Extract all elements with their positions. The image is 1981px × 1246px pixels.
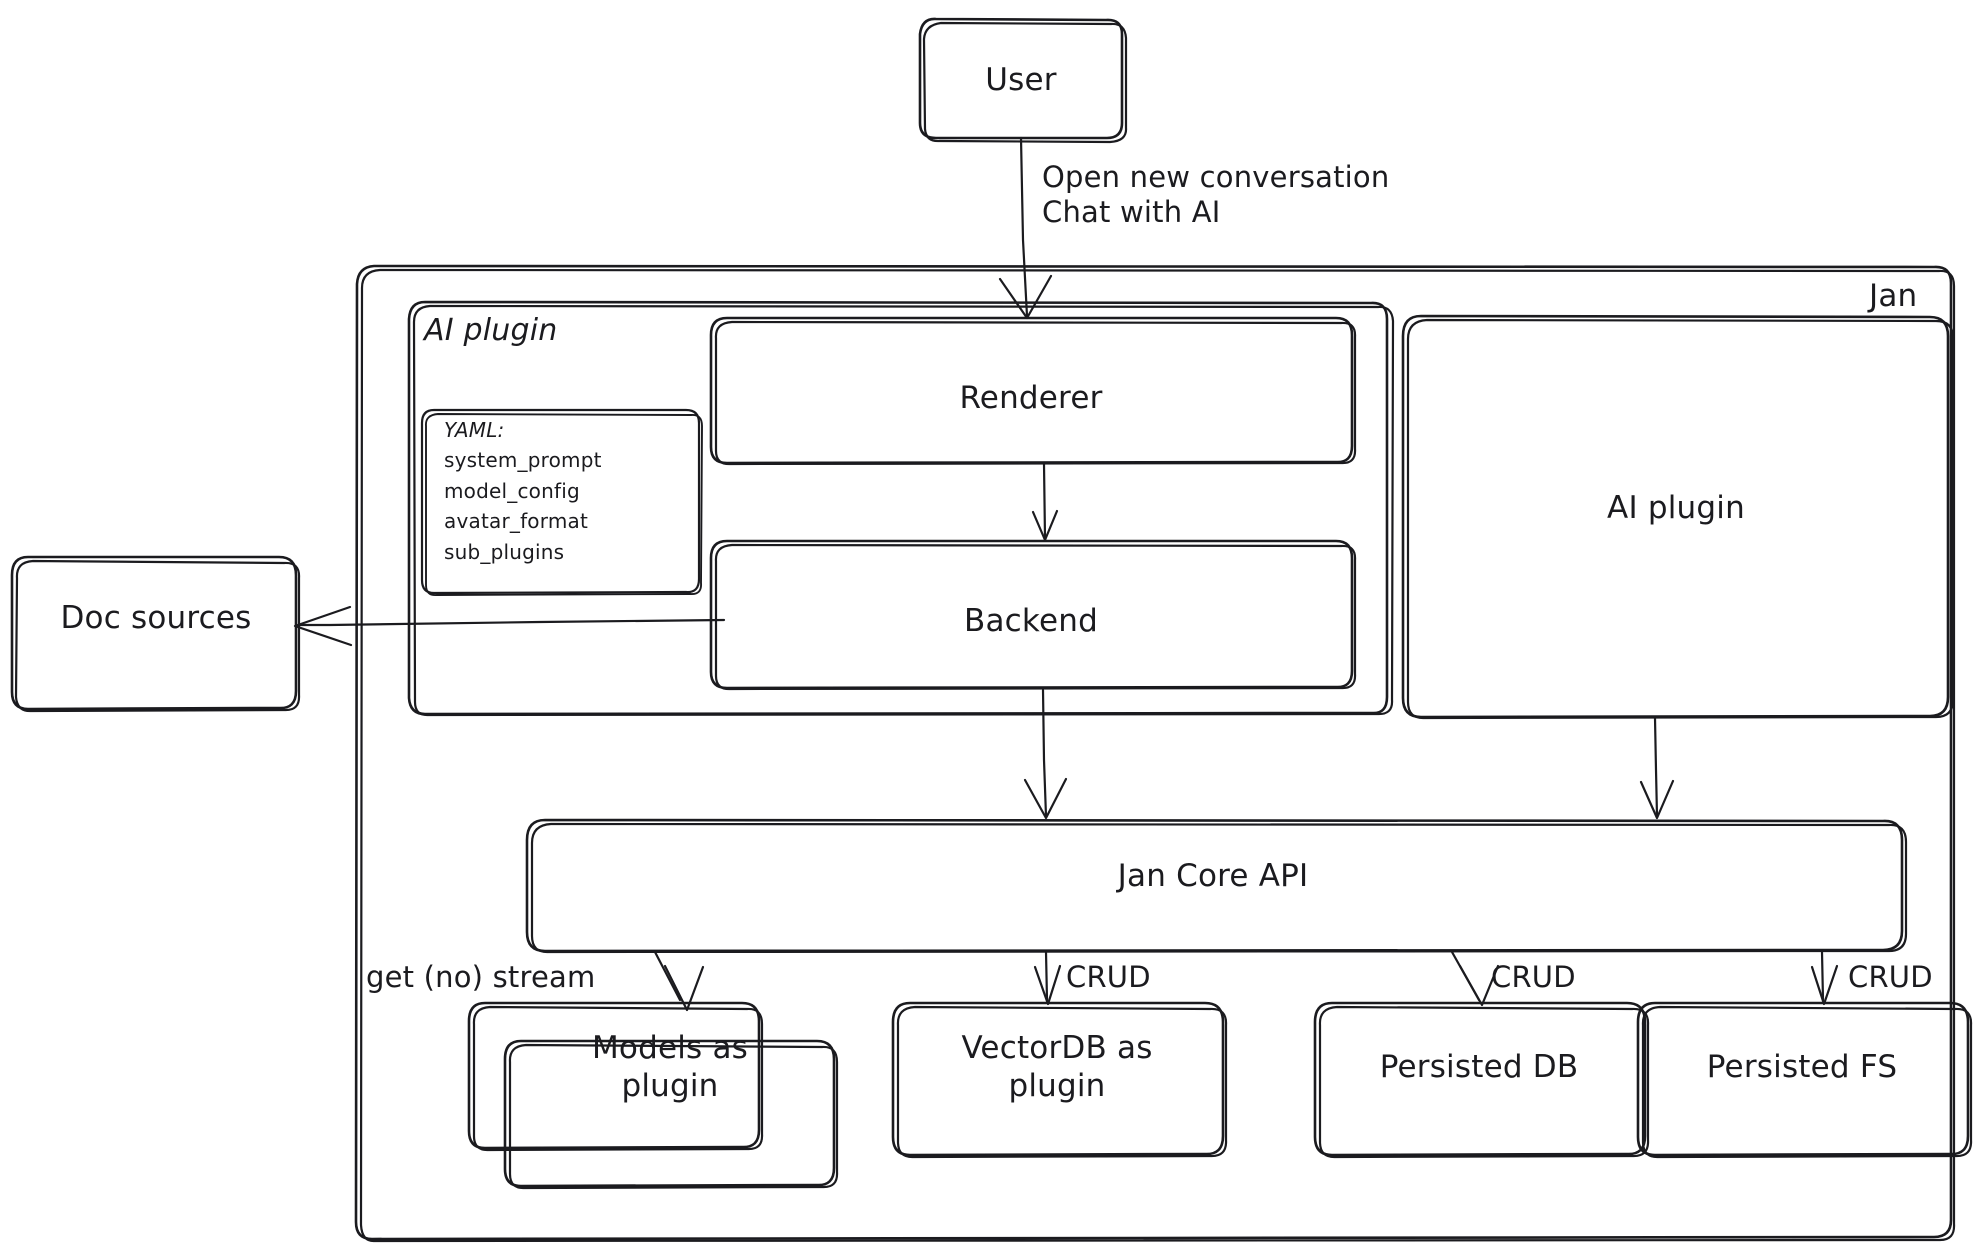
- doc-sources-box-shape: [10, 555, 301, 713]
- edge-core-to-persisted-db: [1450, 950, 1500, 1007]
- yaml-header: YAML:: [444, 418, 505, 442]
- edge-ai-plugin-to-jan-core-api: [1639, 716, 1675, 820]
- yaml-key-model-config: model_config: [444, 478, 580, 503]
- persisted-db-box-shape: [1313, 1001, 1650, 1159]
- yaml-key-avatar-format: avatar_format: [444, 509, 588, 534]
- ai-plugin-box-shape: [1401, 314, 1955, 720]
- jan-container-shape: [354, 264, 1956, 1243]
- edge-backend-to-doc-sources: [293, 605, 726, 647]
- vectordb-as-plugin-box-shape: [891, 1001, 1228, 1159]
- jan-core-api-box-shape: [525, 818, 1908, 954]
- user-box-shape: [918, 17, 1128, 144]
- yaml-key-system-prompt: system_prompt: [444, 448, 602, 473]
- edge-core-to-models: [653, 950, 705, 1012]
- models-as-plugin-box-shape: [467, 1001, 839, 1190]
- edge-user-to-renderer: [998, 136, 1053, 320]
- edge-core-to-vectordb: [1033, 950, 1062, 1006]
- persisted-fs-box-shape: [1636, 1001, 1973, 1159]
- edge-core-to-persisted-fs: [1810, 950, 1839, 1006]
- edge-renderer-to-backend: [1031, 462, 1059, 542]
- ai-plugin-group-shape: [407, 300, 1395, 717]
- yaml-card-shape: [420, 408, 703, 597]
- edge-backend-to-jan-core-api: [1023, 688, 1068, 820]
- renderer-box-shape: [709, 316, 1357, 466]
- backend-box-shape: [709, 539, 1357, 691]
- yaml-card: YAML: system_prompt model_config avatar_…: [444, 418, 602, 564]
